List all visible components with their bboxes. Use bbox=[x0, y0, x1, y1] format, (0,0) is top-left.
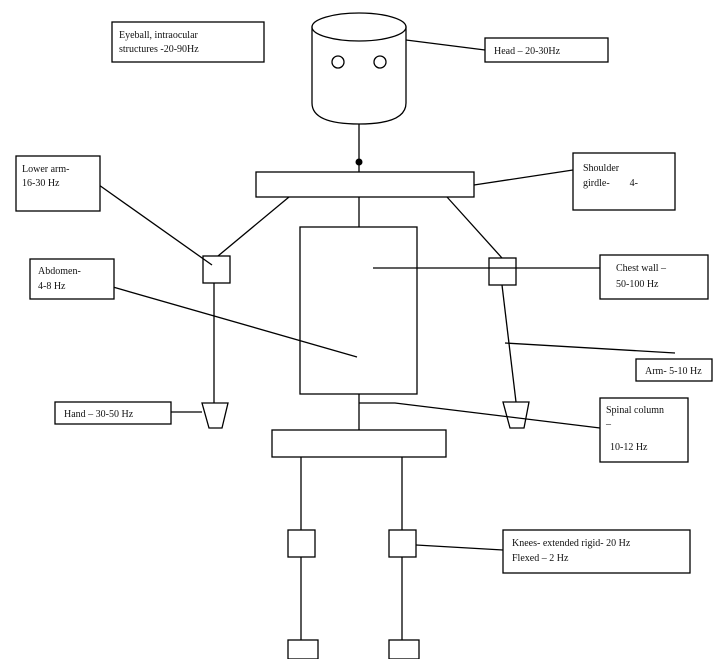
label-head: Head – 20-30Hz bbox=[484, 37, 609, 63]
label-spinal-column: Spinal column – 10-12 Hz bbox=[599, 397, 689, 463]
svg-text:Eyeball, intraocular: Eyeball, intraocular bbox=[119, 30, 199, 41]
label-abdomen: Abdomen- 4-8 Hz bbox=[29, 258, 115, 300]
svg-text:Chest wall –: Chest wall – bbox=[616, 263, 667, 274]
left-knee bbox=[287, 529, 316, 558]
svg-text:Spinal column: Spinal column bbox=[606, 405, 664, 416]
label-shoulder-girdle: Shoulder girdle- 4- bbox=[572, 152, 676, 211]
left-elbow bbox=[202, 255, 231, 284]
right-foot bbox=[388, 639, 420, 659]
svg-text:–: – bbox=[605, 419, 612, 430]
svg-text:4-8 Hz: 4-8 Hz bbox=[38, 281, 66, 292]
svg-text:16-30 Hz: 16-30 Hz bbox=[22, 178, 60, 189]
leader-shoulder bbox=[473, 169, 574, 186]
svg-text:Hand – 30-50 Hz: Hand – 30-50 Hz bbox=[64, 409, 134, 420]
left-eye bbox=[331, 55, 345, 69]
pelvis bbox=[271, 429, 447, 458]
label-hand: Hand – 30-50 Hz bbox=[54, 401, 172, 425]
svg-text:Flexed – 2 Hz: Flexed – 2 Hz bbox=[512, 553, 569, 564]
right-hand bbox=[502, 401, 530, 429]
svg-text:Abdomen-: Abdomen- bbox=[38, 266, 81, 277]
svg-text:structures -20-90Hz: structures -20-90Hz bbox=[119, 44, 199, 55]
left-foot bbox=[287, 639, 319, 659]
label-knees: Knees- extended rigid- 20 Hz Flexed – 2 … bbox=[502, 529, 691, 574]
svg-text:Lower arm-: Lower arm- bbox=[22, 164, 69, 175]
head-cylinder bbox=[311, 12, 407, 125]
leader-spinal bbox=[359, 402, 601, 429]
label-chest-wall: Chest wall – 50-100 Hz bbox=[599, 254, 709, 300]
leader-abdomen bbox=[112, 286, 358, 358]
svg-text:10-12 Hz: 10-12 Hz bbox=[610, 442, 648, 453]
label-arm: Arm- 5-10 Hz bbox=[635, 358, 713, 382]
shoulder-girdle bbox=[255, 171, 475, 198]
leader-head bbox=[405, 39, 486, 51]
neck-joint bbox=[355, 158, 363, 166]
torso bbox=[299, 226, 418, 395]
leader-arm bbox=[504, 342, 676, 354]
label-eyeball: Eyeball, intraocular structures -20-90Hz bbox=[111, 21, 265, 63]
svg-text:girdle- 4-: girdle- 4- bbox=[583, 178, 638, 189]
svg-text:Arm- 5-10 Hz: Arm- 5-10 Hz bbox=[645, 366, 702, 377]
right-knee bbox=[388, 529, 417, 558]
right-eye bbox=[373, 55, 387, 69]
left-upper-arm bbox=[217, 196, 290, 257]
right-elbow bbox=[488, 257, 517, 286]
right-upper-arm bbox=[446, 196, 503, 259]
leader-lower-arm bbox=[98, 184, 213, 266]
label-lower-arm: Lower arm- 16-30 Hz bbox=[15, 155, 101, 212]
leader-knees bbox=[415, 544, 504, 551]
svg-text:Head – 20-30Hz: Head – 20-30Hz bbox=[494, 46, 561, 57]
svg-text:Shoulder: Shoulder bbox=[583, 163, 620, 174]
left-hand bbox=[201, 402, 229, 429]
svg-text:50-100 Hz: 50-100 Hz bbox=[616, 279, 659, 290]
svg-text:Knees- extended rigid- 20 Hz: Knees- extended rigid- 20 Hz bbox=[512, 538, 631, 549]
